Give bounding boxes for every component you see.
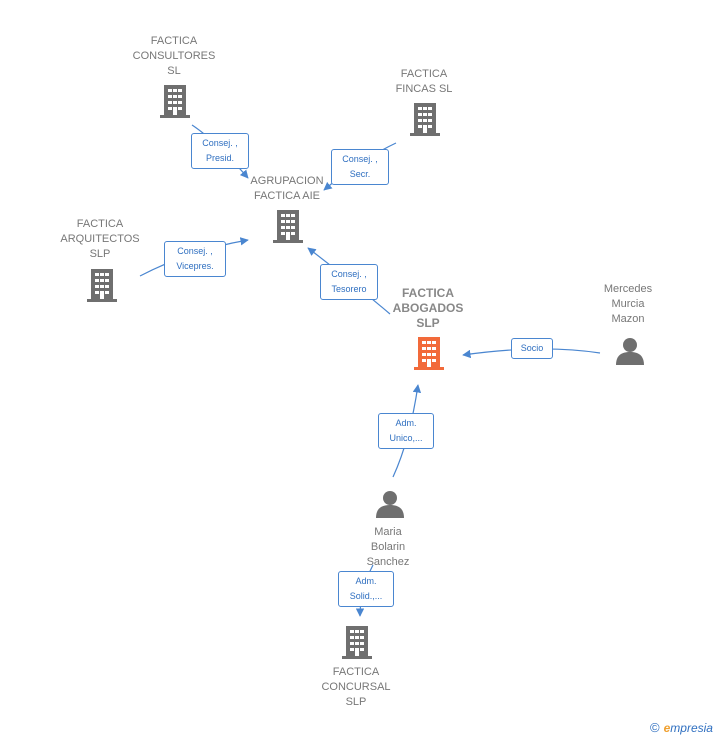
building-icon-consultores[interactable] bbox=[160, 85, 190, 118]
edge-label-mercedes-abogados[interactable]: Socio bbox=[511, 338, 553, 359]
person-icon-maria[interactable] bbox=[376, 491, 404, 518]
node-label-arquitectos[interactable]: FACTICA ARQUITECTOS SLP bbox=[60, 218, 140, 260]
building-icon-abogados[interactable] bbox=[414, 337, 444, 370]
copyright-icon: © bbox=[650, 720, 660, 735]
edge-label-consultores-agrupacion[interactable]: Consej. , Presid. bbox=[191, 133, 249, 169]
edge-label-maria-concursal[interactable]: Adm. Solid.,... bbox=[338, 571, 394, 607]
footer-brand: ©empresia bbox=[650, 720, 713, 735]
brand-initial: e bbox=[663, 721, 671, 735]
node-label-mercedes[interactable]: Mercedes Murcia Mazon bbox=[603, 283, 653, 325]
node-label-fincas[interactable]: FACTICA FINCAS SL bbox=[395, 68, 453, 95]
building-icon-concursal[interactable] bbox=[342, 626, 372, 659]
edge-label-arquitectos-agrupacion[interactable]: Consej. , Vicepres. bbox=[164, 241, 226, 277]
node-label-abogados[interactable]: FACTICA ABOGADOS SLP bbox=[392, 286, 464, 330]
edge-label-abogados-agrupacion[interactable]: Consej. , Tesorero bbox=[320, 264, 378, 300]
edge-label-fincas-agrupacion[interactable]: Consej. , Secr. bbox=[331, 149, 389, 185]
node-label-maria[interactable]: Maria Bolarin Sanchez bbox=[366, 526, 410, 568]
person-icon-mercedes[interactable] bbox=[616, 338, 644, 365]
building-icon-fincas[interactable] bbox=[410, 103, 440, 136]
node-label-concursal[interactable]: FACTICA CONCURSAL SLP bbox=[321, 666, 391, 708]
building-icon-agrupacion[interactable] bbox=[273, 210, 303, 243]
brand-name: mpresia bbox=[670, 721, 713, 735]
node-label-agrupacion[interactable]: AGRUPACION FACTICA AIE bbox=[250, 175, 324, 202]
building-icon-arquitectos[interactable] bbox=[87, 269, 117, 302]
node-label-consultores[interactable]: FACTICA CONSULTORES SL bbox=[132, 35, 216, 77]
edge-label-maria-abogados[interactable]: Adm. Unico,... bbox=[378, 413, 434, 449]
